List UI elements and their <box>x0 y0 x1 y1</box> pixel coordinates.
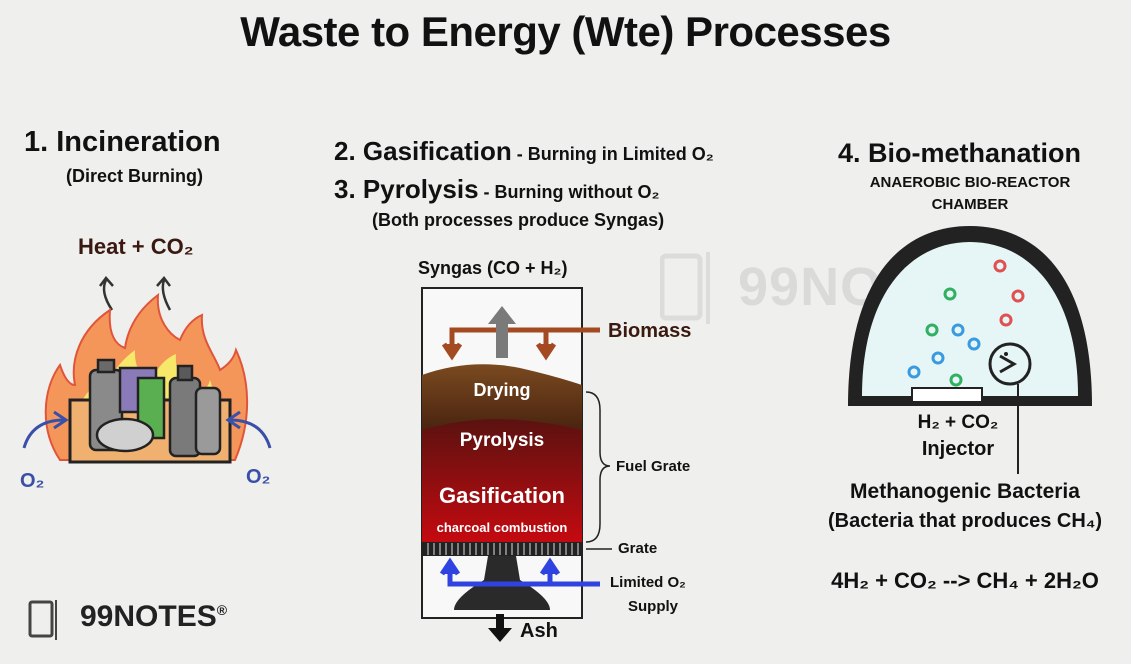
methanation-equation: 4H₂ + CO₂ --> CH₄ + 2H₂O <box>831 568 1099 593</box>
ash-label: Ash <box>520 620 558 642</box>
bacteria-label-line2: (Bacteria that produces CH₄) <box>827 510 1103 532</box>
watermark-book-icon <box>659 252 710 324</box>
drying-label: Drying <box>473 380 530 400</box>
gasification-layer-label: Gasification <box>439 483 565 508</box>
syngas-up-arrow <box>488 306 516 358</box>
gasification-note: - Burning in Limited O₂ <box>511 144 714 164</box>
o2-right-arrow <box>225 410 272 449</box>
chamber-label-line1: ANAEROBIC BIO-REACTOR <box>869 174 1071 191</box>
o2-right-label: O₂ <box>246 466 271 488</box>
pyrolysis-layer-label: Pyrolysis <box>460 430 545 451</box>
injector-label-line1: H₂ + CO₂ <box>917 412 999 433</box>
injector-box <box>911 387 983 403</box>
waste-bottles-icon <box>88 358 222 458</box>
air-arrows <box>439 557 600 587</box>
syngas-label: Syngas (CO + H₂) <box>418 258 568 278</box>
incineration-subheading: (Direct Burning) <box>66 166 203 186</box>
gas-bubbles <box>907 259 1025 387</box>
injector-label-line2: Injector <box>921 438 995 460</box>
book-icon <box>28 600 57 640</box>
supply-label: Supply <box>628 598 679 615</box>
biomethanation-heading: 4. Bio-methanation <box>838 138 1082 168</box>
incineration-output-label: Heat + CO₂ <box>78 234 194 259</box>
gasifier-diagram: Drying Pyrolysis Gasification charcoal c… <box>421 287 612 642</box>
fuel-grate-brace <box>585 391 611 543</box>
logo-registered-mark: ® <box>216 602 228 618</box>
incineration-illustration <box>22 276 272 464</box>
pyrolysis-heading: 3. Pyrolysis <box>334 174 479 204</box>
syngas-note: (Both processes produce Syngas) <box>372 210 665 230</box>
bacteria-label-line1: Methanogenic Bacteria <box>850 480 1080 503</box>
logo: 99NOTES® <box>26 598 227 647</box>
o2-left-label: O₂ <box>20 470 45 492</box>
bioreactor-diagram <box>848 226 1092 474</box>
limited-o2-label: Limited O₂ <box>610 574 686 591</box>
heat-arrows <box>99 276 172 311</box>
bacteria-icon <box>988 342 1032 386</box>
gasification-heading: 2. Gasification <box>334 136 512 166</box>
biomass-label: Biomass <box>608 320 692 342</box>
charcoal-combustion-label: charcoal combustion <box>437 520 568 535</box>
grate-label: Grate <box>618 540 658 557</box>
page-title: Waste to Energy (Wte) Processes <box>240 8 891 55</box>
o2-left-arrow <box>22 410 69 449</box>
chamber-label-line2: CHAMBER <box>931 196 1009 213</box>
pyrolysis-note: - Burning without O₂ <box>478 182 660 202</box>
biomass-inlet-arrow <box>441 327 600 361</box>
incineration-heading: 1. Incineration <box>24 126 221 158</box>
pyrolysis-layer <box>422 419 582 542</box>
ash-down-arrow <box>488 614 512 642</box>
grate-slots <box>427 543 579 555</box>
logo-brand: 99NOTES <box>80 600 217 633</box>
drying-layer <box>422 364 582 430</box>
fuel-grate-label: Fuel Grate <box>616 458 691 475</box>
reactor-interior <box>862 242 1078 396</box>
